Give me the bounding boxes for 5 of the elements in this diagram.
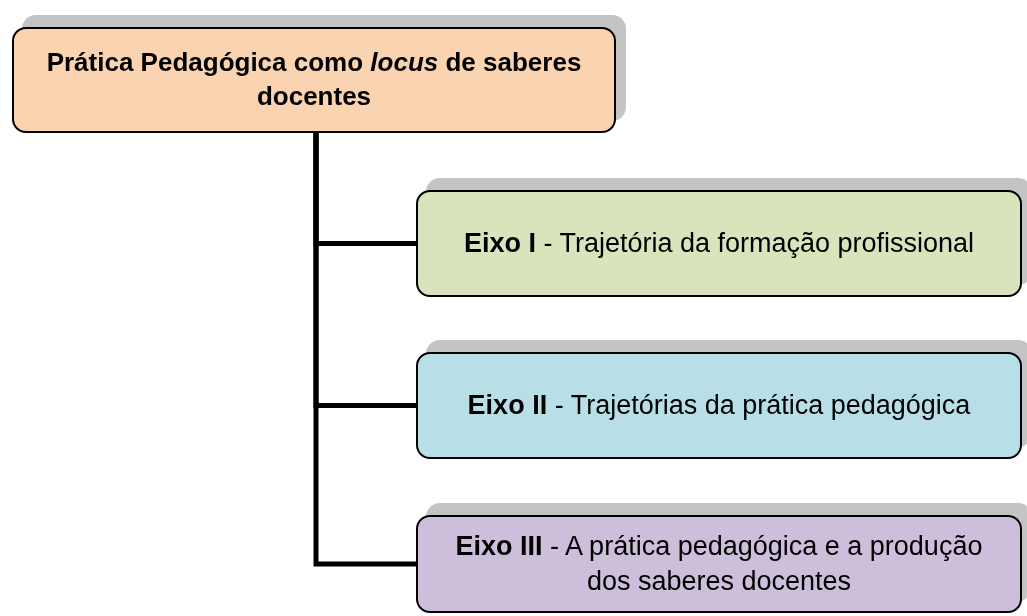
box-text: Eixo II - Trajetórias da prática pedagógica: [467, 388, 971, 422]
box-text: Prática Pedagógica como locus de saberes docentes: [45, 46, 583, 113]
box-text: Eixo III - A prática pedagógica e a produção dos saberes docentes: [454, 529, 984, 598]
box-text: Eixo I - Trajetória da formação profissional: [463, 226, 975, 260]
connector-line: [313, 133, 416, 567]
